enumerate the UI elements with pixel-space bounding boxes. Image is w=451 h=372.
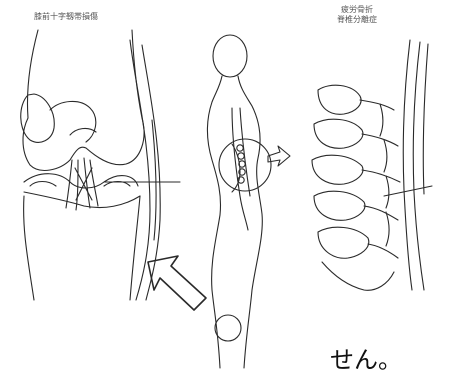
human-figure-drawing [208, 35, 291, 368]
outline-arrow-up-left-icon [148, 256, 206, 310]
knee-joint-drawing [21, 30, 180, 300]
lumbar-spine-drawing [312, 40, 432, 290]
trailing-text: せん。 [330, 340, 402, 372]
